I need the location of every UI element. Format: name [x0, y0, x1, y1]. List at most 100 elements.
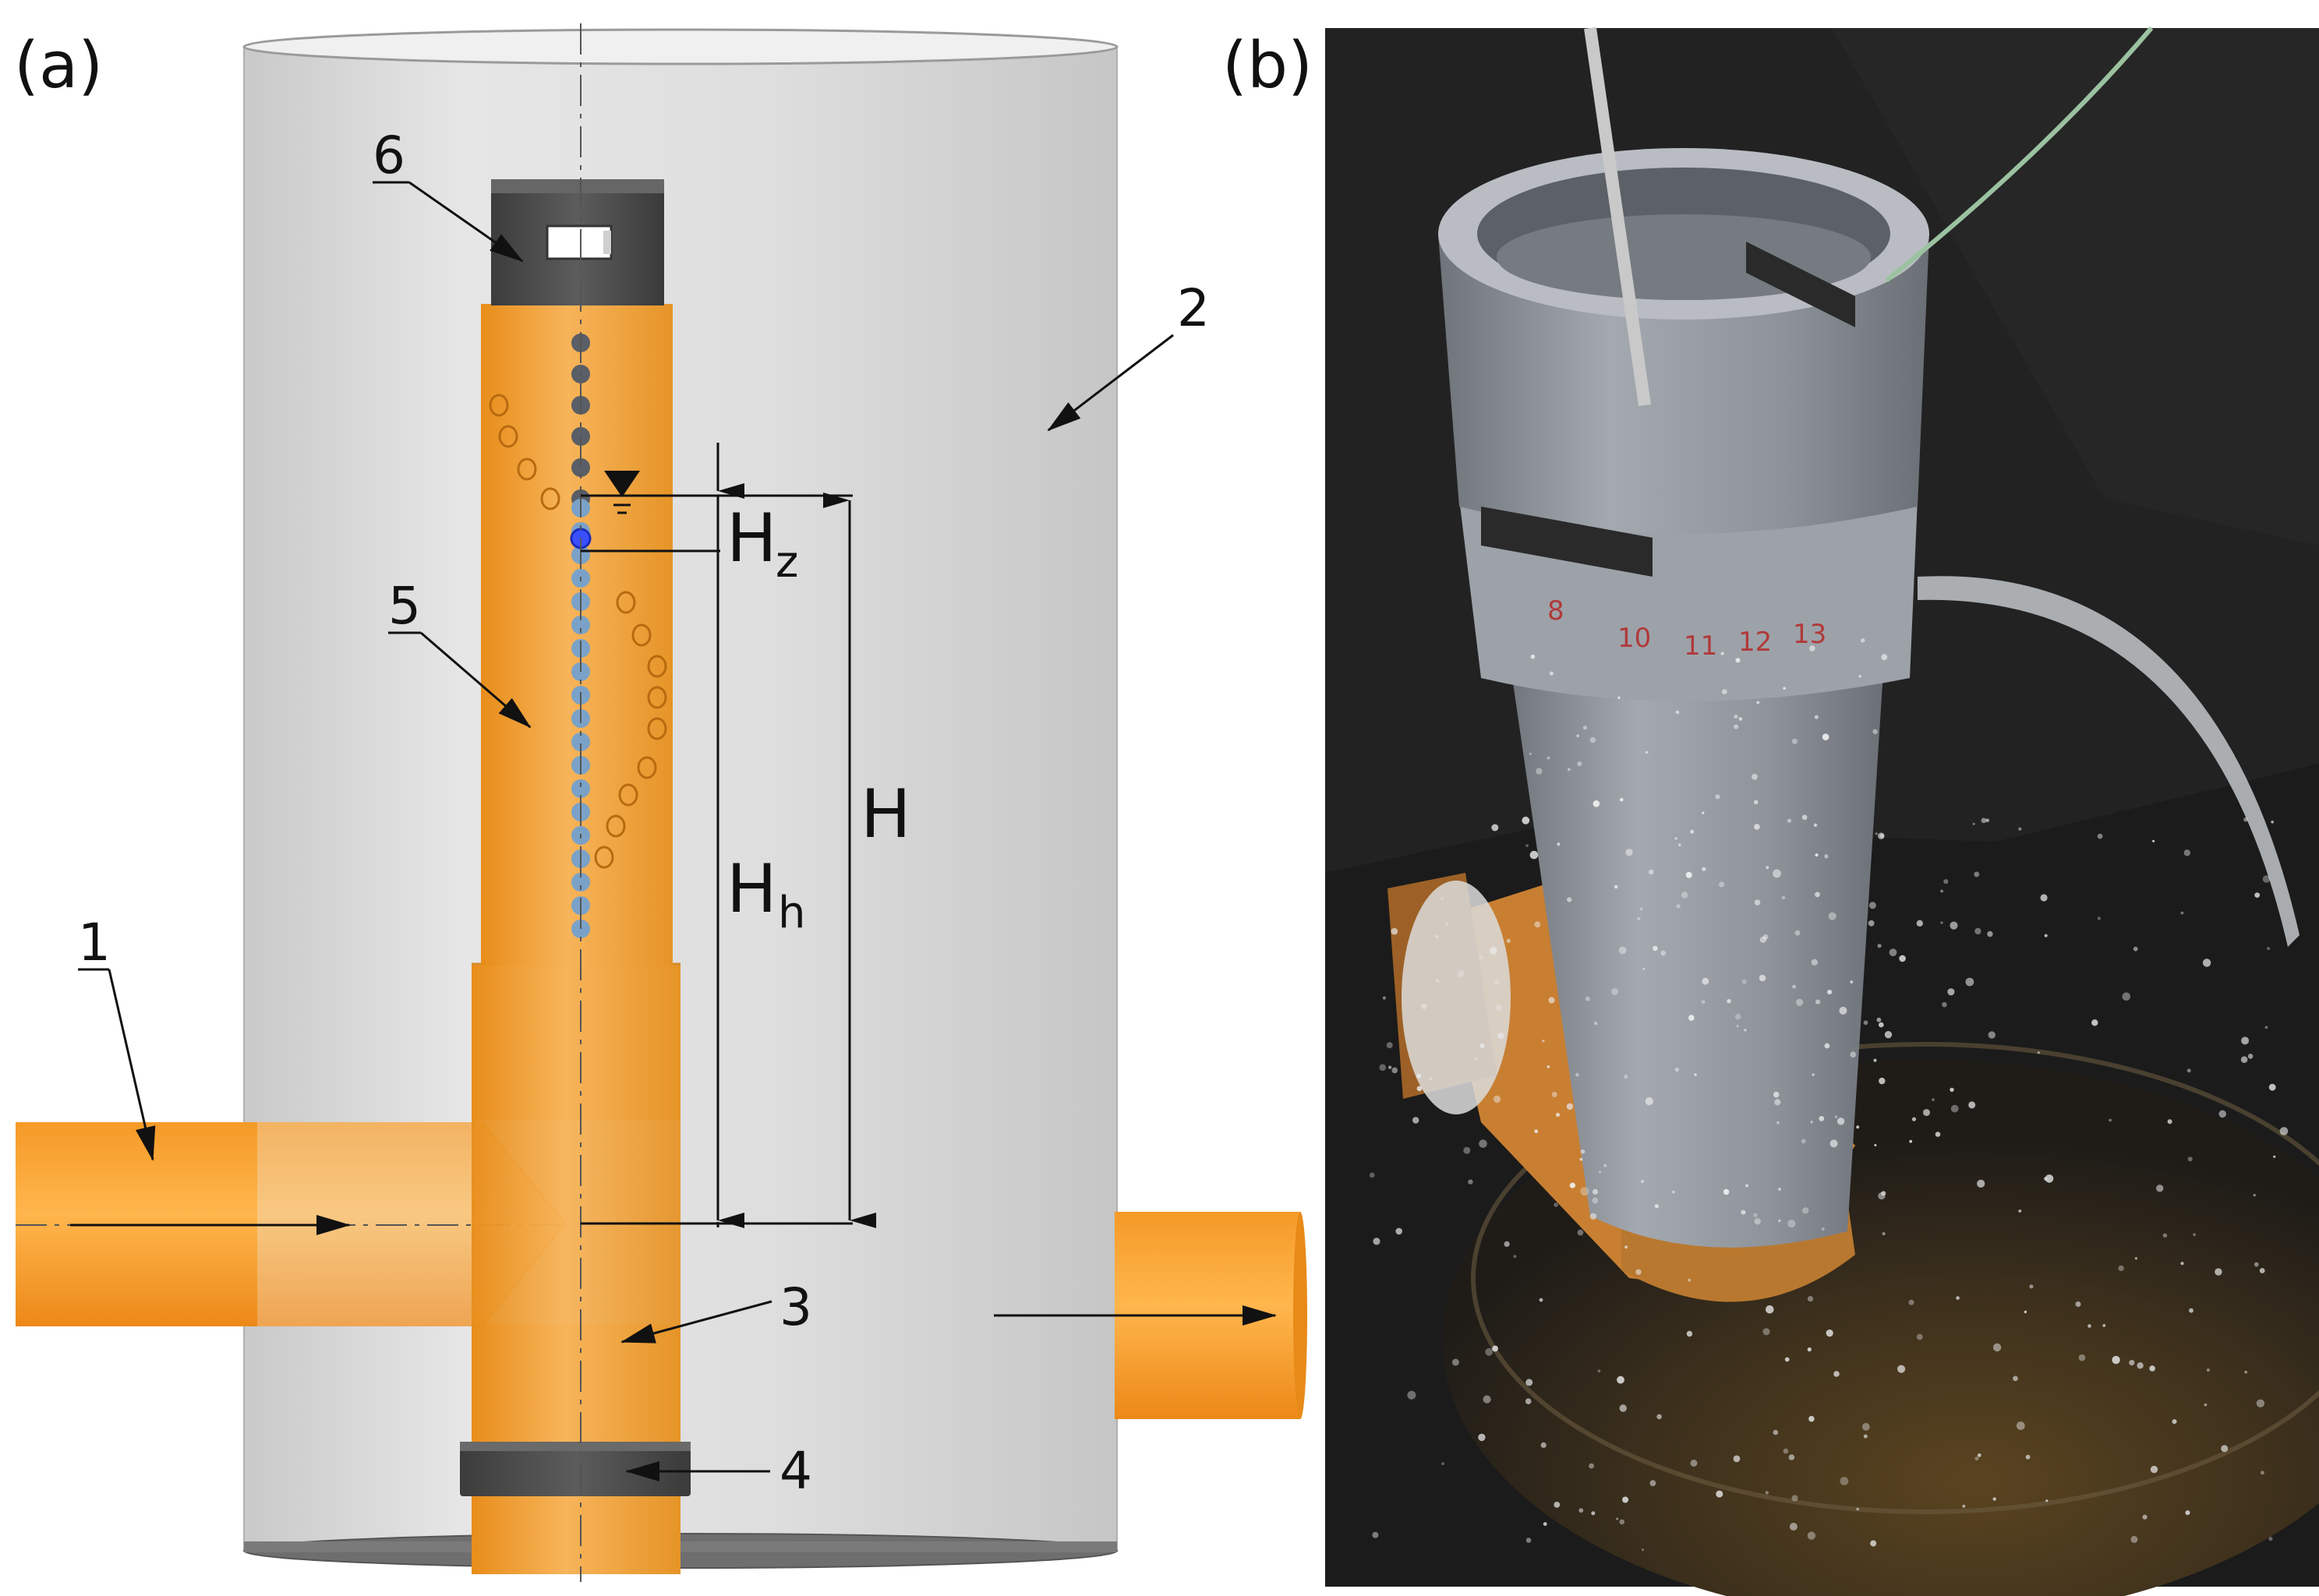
- bubble: [1441, 1462, 1444, 1465]
- bubble: [1701, 1000, 1706, 1005]
- bubble: [2130, 1535, 2138, 1543]
- bubble: [2018, 827, 2022, 831]
- bubble: [1745, 1184, 1748, 1188]
- bubble: [1382, 996, 1386, 1000]
- bubble: [1674, 1067, 1680, 1072]
- bubble: [2204, 1403, 2208, 1407]
- bubble: [1828, 912, 1836, 920]
- bubble: [1597, 1369, 1601, 1373]
- bubble: [2183, 849, 2190, 856]
- bubble: [2040, 894, 2048, 902]
- bubble: [1660, 950, 1666, 956]
- bubble: [1497, 1033, 1504, 1040]
- bubble: [1882, 1232, 1886, 1236]
- callout-5: 5: [388, 576, 421, 636]
- bubble: [2044, 934, 2048, 937]
- bubble: [1592, 1188, 1599, 1195]
- bubble: [1577, 1229, 1584, 1236]
- bubble: [1616, 1517, 1619, 1520]
- callout-6: 6: [373, 125, 405, 185]
- bubble: [1733, 1455, 1741, 1463]
- bubble: [1801, 814, 1808, 821]
- bubble: [2256, 1399, 2265, 1408]
- bubble: [1840, 1477, 1849, 1485]
- bubble: [1796, 998, 1804, 1006]
- bubble: [1868, 920, 1875, 927]
- bubble: [1916, 1333, 1923, 1340]
- bubble: [1824, 854, 1829, 859]
- bubble: [1950, 921, 1958, 930]
- bubble: [1716, 1490, 1723, 1498]
- bubble: [1833, 1371, 1840, 1377]
- bubble: [2261, 1471, 2264, 1475]
- bubble: [1878, 832, 1885, 839]
- bubble: [1688, 1278, 1692, 1282]
- bubble: [1827, 990, 1833, 994]
- bubble: [1756, 701, 1760, 704]
- bubble: [1879, 1077, 1886, 1085]
- photo-scale-mark: 11: [1684, 630, 1717, 662]
- bubble: [1589, 1213, 1597, 1220]
- bubble: [1940, 889, 1944, 893]
- bubble: [1451, 1358, 1459, 1366]
- bubble: [2264, 1026, 2268, 1029]
- bubble: [1872, 729, 1878, 734]
- perforated-riser: [481, 304, 673, 966]
- bubble: [1734, 724, 1739, 729]
- bubble: [1548, 997, 1555, 1004]
- bubble: [1493, 1095, 1501, 1103]
- bubble: [1702, 811, 1705, 814]
- bubble: [2016, 1421, 2025, 1430]
- photo-bubbles: [1369, 638, 2289, 1552]
- bubble: [1759, 974, 1766, 982]
- bubble: [1579, 1157, 1583, 1161]
- bubble: [2254, 1262, 2259, 1267]
- bubble: [1582, 726, 1587, 730]
- bubble: [1863, 1434, 1868, 1439]
- bubble: [1525, 844, 1529, 847]
- bubble: [1645, 750, 1649, 754]
- bubble: [1440, 896, 1444, 901]
- bubble: [1974, 927, 1981, 935]
- outlet-pipe: [994, 1212, 1307, 1419]
- bubble: [1672, 1190, 1675, 1194]
- dimensions: H z H H h: [581, 443, 911, 1228]
- bubble: [1807, 1296, 1814, 1302]
- bubble: [1603, 1163, 1607, 1167]
- bubble: [1549, 671, 1554, 676]
- bubble: [1876, 1017, 1882, 1022]
- bubble: [2142, 1514, 2148, 1520]
- bubble: [2187, 1156, 2193, 1162]
- bubble: [1766, 866, 1769, 870]
- bubble: [1807, 1347, 1812, 1352]
- bubble: [1754, 899, 1761, 906]
- bubble: [1815, 999, 1821, 1005]
- bubble: [1525, 1538, 1532, 1543]
- bubble: [1649, 1480, 1656, 1487]
- bubble: [1923, 1109, 1930, 1117]
- bubble: [2244, 1370, 2248, 1374]
- bubble: [1889, 948, 1897, 957]
- bubble: [1530, 654, 1536, 659]
- bubble: [1897, 1365, 1906, 1373]
- bubble: [1513, 1255, 1517, 1259]
- bubble: [2102, 1324, 2106, 1327]
- bubble: [1540, 1442, 1547, 1448]
- bubble: [1676, 904, 1681, 909]
- bubble: [1617, 1375, 1624, 1384]
- hole-outline: [606, 814, 626, 838]
- bubble: [1479, 1139, 1487, 1148]
- bubble: [1618, 946, 1627, 955]
- bubble: [1815, 853, 1819, 857]
- bubble: [1811, 959, 1818, 966]
- bubble: [1977, 1179, 1985, 1188]
- bubble: [1861, 1423, 1870, 1431]
- bubble: [1778, 1188, 1781, 1191]
- hole-outline: [631, 623, 652, 647]
- bubble: [1580, 1149, 1585, 1154]
- bubble: [1542, 1040, 1545, 1043]
- hole-outline: [616, 591, 636, 614]
- bubble: [1534, 1129, 1539, 1134]
